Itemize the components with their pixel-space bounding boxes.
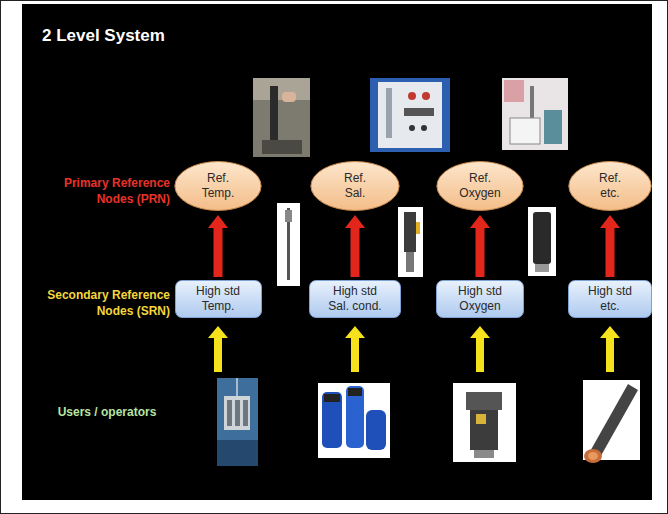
node-text: High std Temp.: [187, 284, 249, 313]
primary-node-ellipse: Ref. etc.: [568, 160, 652, 212]
tier-label: Primary Reference Nodes (PRN): [36, 176, 170, 207]
ellipse-shape: [311, 162, 399, 211]
thermometer-probe-photo: [277, 203, 300, 286]
user-arrows: [208, 326, 620, 372]
secondary-node-box: High std Oxygen: [436, 280, 524, 318]
ellipse-shape: [569, 162, 651, 211]
ctd-rosette-photo: [217, 378, 258, 466]
oxygen-sensor-photo: [528, 207, 556, 276]
node-text: High std etc.: [579, 284, 641, 313]
oxygen-optode-photo: [453, 383, 516, 462]
secondary-node-box: High std Temp.: [175, 280, 262, 318]
node-text: Ref. Oxygen: [459, 171, 500, 200]
calibration-arrow: [470, 215, 490, 277]
slide-title: 2 Level System: [42, 26, 165, 46]
primary-node-ellipse: Ref. Sal.: [310, 160, 400, 212]
node-text-group: High std etc.: [579, 284, 641, 313]
primary-node-ellipse: Ref. Temp.: [174, 160, 262, 212]
ellipse-shape: [437, 162, 523, 211]
salinometer-photo: [370, 78, 450, 152]
temperature-lab-photo: [253, 78, 310, 157]
node-text: Ref. Sal.: [344, 171, 366, 200]
oxygen-lab-photo: [502, 78, 568, 150]
node-text-group: High std Temp.: [187, 284, 249, 313]
calibration-arrow: [600, 215, 620, 277]
ctd-sensors-photo: [318, 383, 390, 458]
primary-node-ellipse: Ref. Oxygen: [436, 160, 524, 212]
ellipse-shape: [175, 162, 261, 211]
conductivity-sensor-photo: [398, 207, 423, 277]
tier-label: Secondary Reference Nodes (SRN): [36, 288, 170, 319]
node-text-group: Ref. etc.: [599, 171, 621, 200]
calibration-arrow: [345, 215, 365, 277]
secondary-node-box: High std etc.: [568, 280, 652, 318]
node-text: Ref. etc.: [599, 171, 621, 200]
calibration-arrow: [208, 215, 228, 277]
secondary-node-box: High std Sal. cond.: [309, 280, 401, 318]
node-text-group: High std Oxygen: [449, 284, 511, 313]
node-text-group: Ref. Temp.: [202, 171, 235, 200]
node-text-group: Ref. Oxygen: [459, 171, 500, 200]
node-text: Ref. Temp.: [202, 171, 235, 200]
node-text-group: High std Sal. cond.: [324, 284, 386, 313]
tier-label: Users / operators: [40, 405, 174, 421]
node-text-group: Ref. Sal.: [344, 171, 366, 200]
copper-sensor-photo: [583, 380, 640, 463]
node-text: High std Sal. cond.: [324, 284, 386, 313]
node-text: High std Oxygen: [449, 284, 511, 313]
